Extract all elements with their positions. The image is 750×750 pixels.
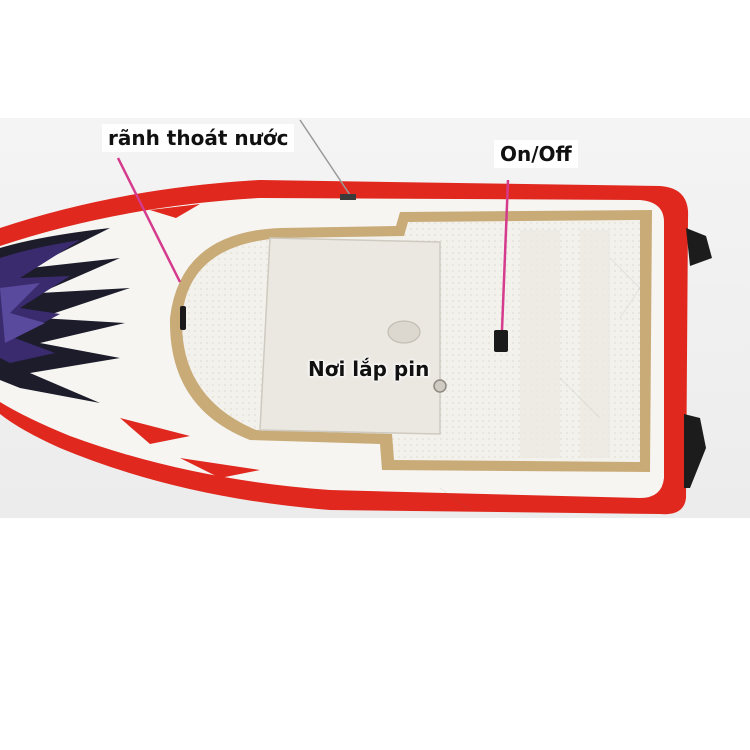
pointer-onoff xyxy=(500,179,510,331)
pointer-drain xyxy=(116,157,182,283)
battery-hatch xyxy=(259,237,441,435)
on-off-label: On/Off xyxy=(494,140,578,168)
power-switch xyxy=(494,330,508,352)
drain-slot xyxy=(180,306,186,330)
battery-compartment-label: Nơi lắp pin xyxy=(308,357,430,381)
rc-boat-photo xyxy=(0,118,750,518)
bow-decal xyxy=(0,228,130,403)
drain-channel-label: rãnh thoát nước xyxy=(102,124,295,152)
